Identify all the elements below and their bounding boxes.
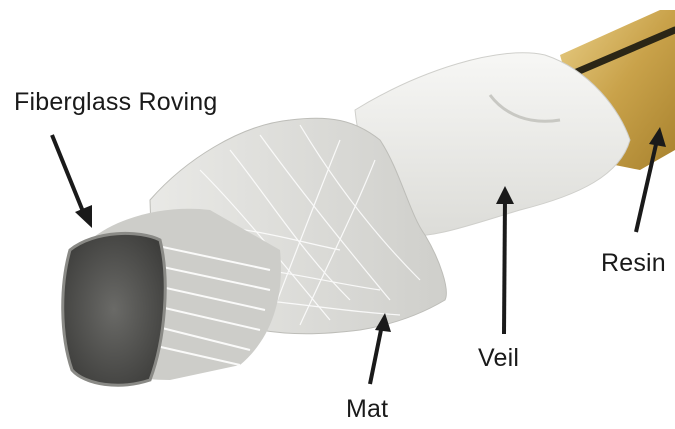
roving-bundle xyxy=(63,209,281,385)
label-resin: Resin xyxy=(601,251,666,276)
arrow-roving xyxy=(52,135,92,228)
label-fiberglass-roving: Fiberglass Roving xyxy=(14,90,218,115)
label-mat: Mat xyxy=(346,397,388,422)
label-veil: Veil xyxy=(478,346,519,371)
